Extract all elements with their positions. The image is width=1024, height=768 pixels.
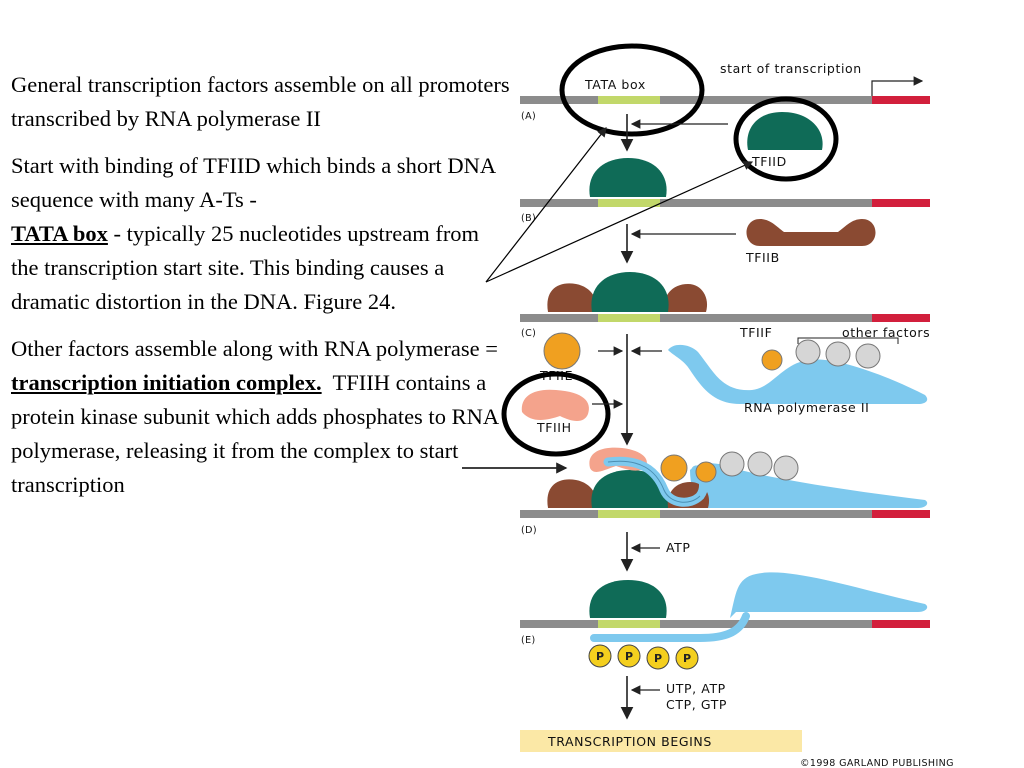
- dna-strand-c: [520, 314, 930, 322]
- paragraph-intro: General transcription factors assemble o…: [11, 68, 511, 136]
- tfiid-text-b: - typically 25 nucleotides upstream from…: [11, 221, 480, 314]
- pointer-to-tfiid: [485, 161, 754, 283]
- highlight-circle-tata: [559, 43, 705, 137]
- complex-text-b: TFIIH contains a protein kinase subunit …: [11, 370, 498, 497]
- start-site-e: [872, 620, 930, 628]
- tfiif-label: TFIIF: [739, 325, 772, 340]
- other-factor-d-2: [747, 451, 773, 477]
- copyright-label: ©1998 GARLAND PUBLISHING: [800, 758, 954, 768]
- other-factor-d-1: [719, 451, 745, 477]
- ntps-label-line2: CTP, GTP: [666, 697, 727, 712]
- phosphate-1-label: P: [596, 650, 604, 663]
- transcription-begins-label: TRANSCRIPTION BEGINS: [547, 734, 712, 749]
- rna-polymerase-ii-label: RNA polymerase II: [744, 400, 869, 415]
- tfiid-bound-c: [591, 272, 669, 312]
- tata-box-keyword: TATA box: [11, 221, 108, 246]
- tfiid-label: TFIID: [751, 154, 787, 169]
- initiation-complex-keyword: transcription initiation complex.: [11, 370, 322, 395]
- tata-box-c: [598, 314, 660, 322]
- tata-box-a: [598, 96, 660, 104]
- other-factor-1: [795, 339, 821, 365]
- rna-polymerase-ii-released: [730, 572, 928, 618]
- highlight-circle-tfiih: [501, 371, 611, 457]
- phosphate-3: [646, 646, 670, 670]
- highlight-circle-tfiid: [733, 96, 839, 182]
- tfiid-bound-e: [589, 580, 667, 618]
- start-site-a: [872, 96, 930, 104]
- phosphate-1: [588, 644, 612, 668]
- tfiie-protein-free: [543, 332, 581, 370]
- atp-label: ATP: [666, 540, 691, 555]
- tfiib-bound-d-left: [547, 479, 598, 508]
- panel-c-label: (C): [521, 328, 536, 339]
- phosphate-2-label: P: [625, 650, 633, 663]
- panel-b-label: (B): [521, 213, 536, 224]
- transcription-begins-banner: [520, 730, 802, 752]
- tfiid-bound-b: [589, 158, 667, 197]
- tfiid-text-a: Start with binding of TFIID which binds …: [11, 153, 495, 212]
- dna-strand-b: [520, 199, 930, 207]
- polymerase-tail-outline-d: [607, 460, 701, 503]
- polymerase-tail-e: [590, 612, 750, 642]
- tfiif-bound-d: [695, 461, 717, 483]
- phosphate-group: P P P P: [588, 644, 699, 670]
- other-factor-2: [825, 341, 851, 367]
- dna-strand-e: [520, 620, 930, 628]
- intro-text: General transcription factors assemble o…: [11, 72, 510, 131]
- other-factor-3: [855, 343, 881, 369]
- tfiib-bound-c-right: [663, 284, 708, 312]
- other-factors-label: other factors: [842, 325, 930, 340]
- tfiid-bound-d: [591, 470, 669, 508]
- tfiib-bound-c-left: [547, 283, 598, 312]
- phosphate-4: [675, 646, 699, 670]
- panel-e-label: (E): [521, 635, 536, 646]
- other-factor-d-3: [773, 455, 799, 481]
- start-site-c: [872, 314, 930, 322]
- tata-box-d: [598, 510, 660, 518]
- paragraph-complex: Other factors assemble along with RNA po…: [11, 332, 511, 502]
- dna-strand-d: [520, 510, 930, 518]
- text-column: General transcription factors assemble o…: [11, 68, 511, 515]
- phosphate-2: [617, 644, 641, 668]
- tata-box-label: TATA box: [584, 77, 646, 92]
- ntps-label-line1: UTP, ATP: [666, 681, 726, 696]
- tfiid-protein-free: [747, 112, 823, 150]
- phosphate-4-label: P: [683, 652, 691, 665]
- tfiib-label: TFIIB: [745, 250, 780, 265]
- complex-text-a: Other factors assemble along with RNA po…: [11, 336, 498, 361]
- other-factors-bracket: [797, 337, 899, 344]
- panel-d-label: (D): [521, 525, 537, 536]
- tfiie-bound-d: [660, 454, 688, 482]
- start-site-arrow: [871, 76, 924, 96]
- start-site-d: [872, 510, 930, 518]
- dna-strand-a: [520, 96, 930, 104]
- panel-a-label: (A): [521, 111, 536, 122]
- tata-box-e: [598, 620, 660, 628]
- tfiih-protein-free: [521, 389, 589, 421]
- rna-polymerase-ii-free: [668, 344, 928, 404]
- rna-polymerase-ii-complex: [690, 463, 928, 508]
- tata-box-b: [598, 199, 660, 207]
- pointer-to-tata-box: [485, 127, 607, 283]
- phosphate-3-label: P: [654, 652, 662, 665]
- tfiif-protein-free: [761, 349, 783, 371]
- paragraph-tfiid: Start with binding of TFIID which binds …: [11, 149, 511, 319]
- tfiib-protein-free: [746, 219, 876, 246]
- start-of-transcription-label: start of transcription: [720, 61, 862, 76]
- tfiih-label: TFIIH: [536, 420, 572, 435]
- start-site-b: [872, 199, 930, 207]
